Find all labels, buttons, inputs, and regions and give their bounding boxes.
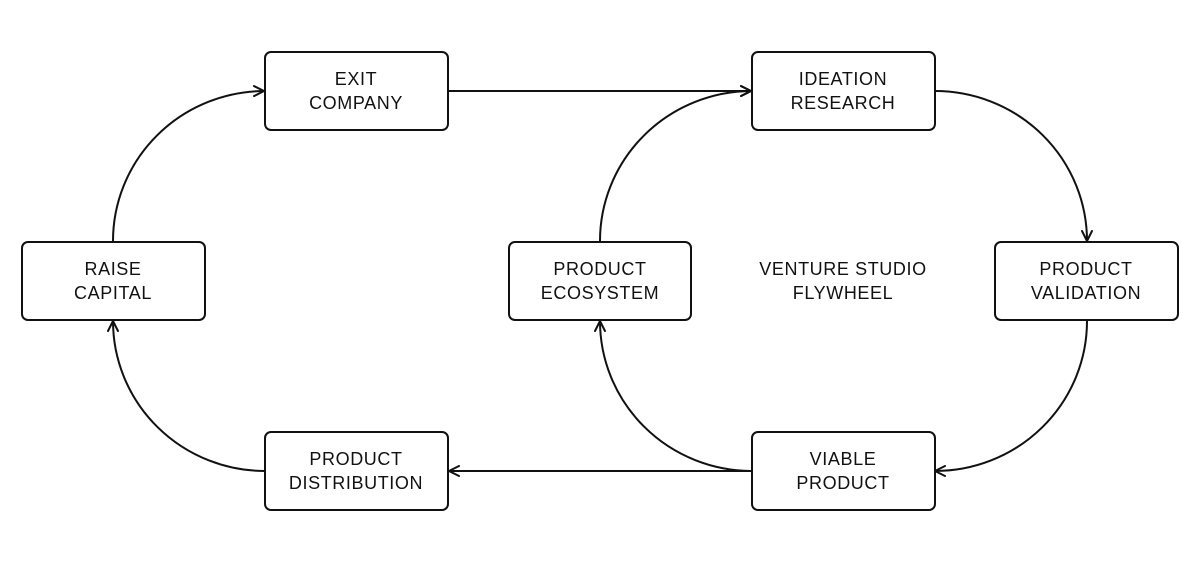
center-label-line-2: FLYWHEEL [793,283,894,303]
node-product-validation-line-2: VALIDATION [1031,283,1141,303]
center-label: VENTURE STUDIO FLYWHEEL [759,259,926,303]
node-product-ecosystem-line-1: PRODUCT [553,259,646,279]
node-product-distribution: PRODUCT DISTRIBUTION [264,431,449,511]
node-product-validation: PRODUCT VALIDATION [994,241,1179,321]
node-product-ecosystem-line-2: ECOSYSTEM [541,283,659,303]
node-raise-capital: RAISE CAPITAL [21,241,206,321]
node-viable-product-line-1: VIABLE [810,449,877,469]
node-ideation-research-line-2: RESEARCH [791,93,896,113]
node-product-validation-line-1: PRODUCT [1039,259,1132,279]
node-viable-product: VIABLE PRODUCT [751,431,936,511]
node-product-ecosystem: PRODUCT ECOSYSTEM [508,241,692,321]
node-exit-company-line-2: COMPANY [309,93,403,113]
node-ideation-research-line-1: IDEATION [799,69,887,89]
node-viable-product-line-2: PRODUCT [796,473,889,493]
edge-validation-to-viable [934,320,1088,477]
node-ideation-research: IDEATION RESEARCH [751,51,936,131]
edge-ideation-to-validation [934,90,1093,242]
edge-distribution-to-raise [107,320,266,472]
node-exit-company: EXIT COMPANY [264,51,449,131]
center-label-line-1: VENTURE STUDIO [759,259,926,279]
edge-ecosystem-to-ideation [599,85,752,242]
node-raise-capital-line-1: RAISE [84,259,141,279]
node-raise-capital-line-2: CAPITAL [74,283,152,303]
edge-raise-to-exit [112,85,265,242]
node-exit-company-line-1: EXIT [335,69,377,89]
edge-viable-to-ecosystem [594,320,752,472]
edges [107,85,1093,477]
node-product-distribution-line-1: PRODUCT [309,449,402,469]
node-product-distribution-line-2: DISTRIBUTION [289,473,423,493]
